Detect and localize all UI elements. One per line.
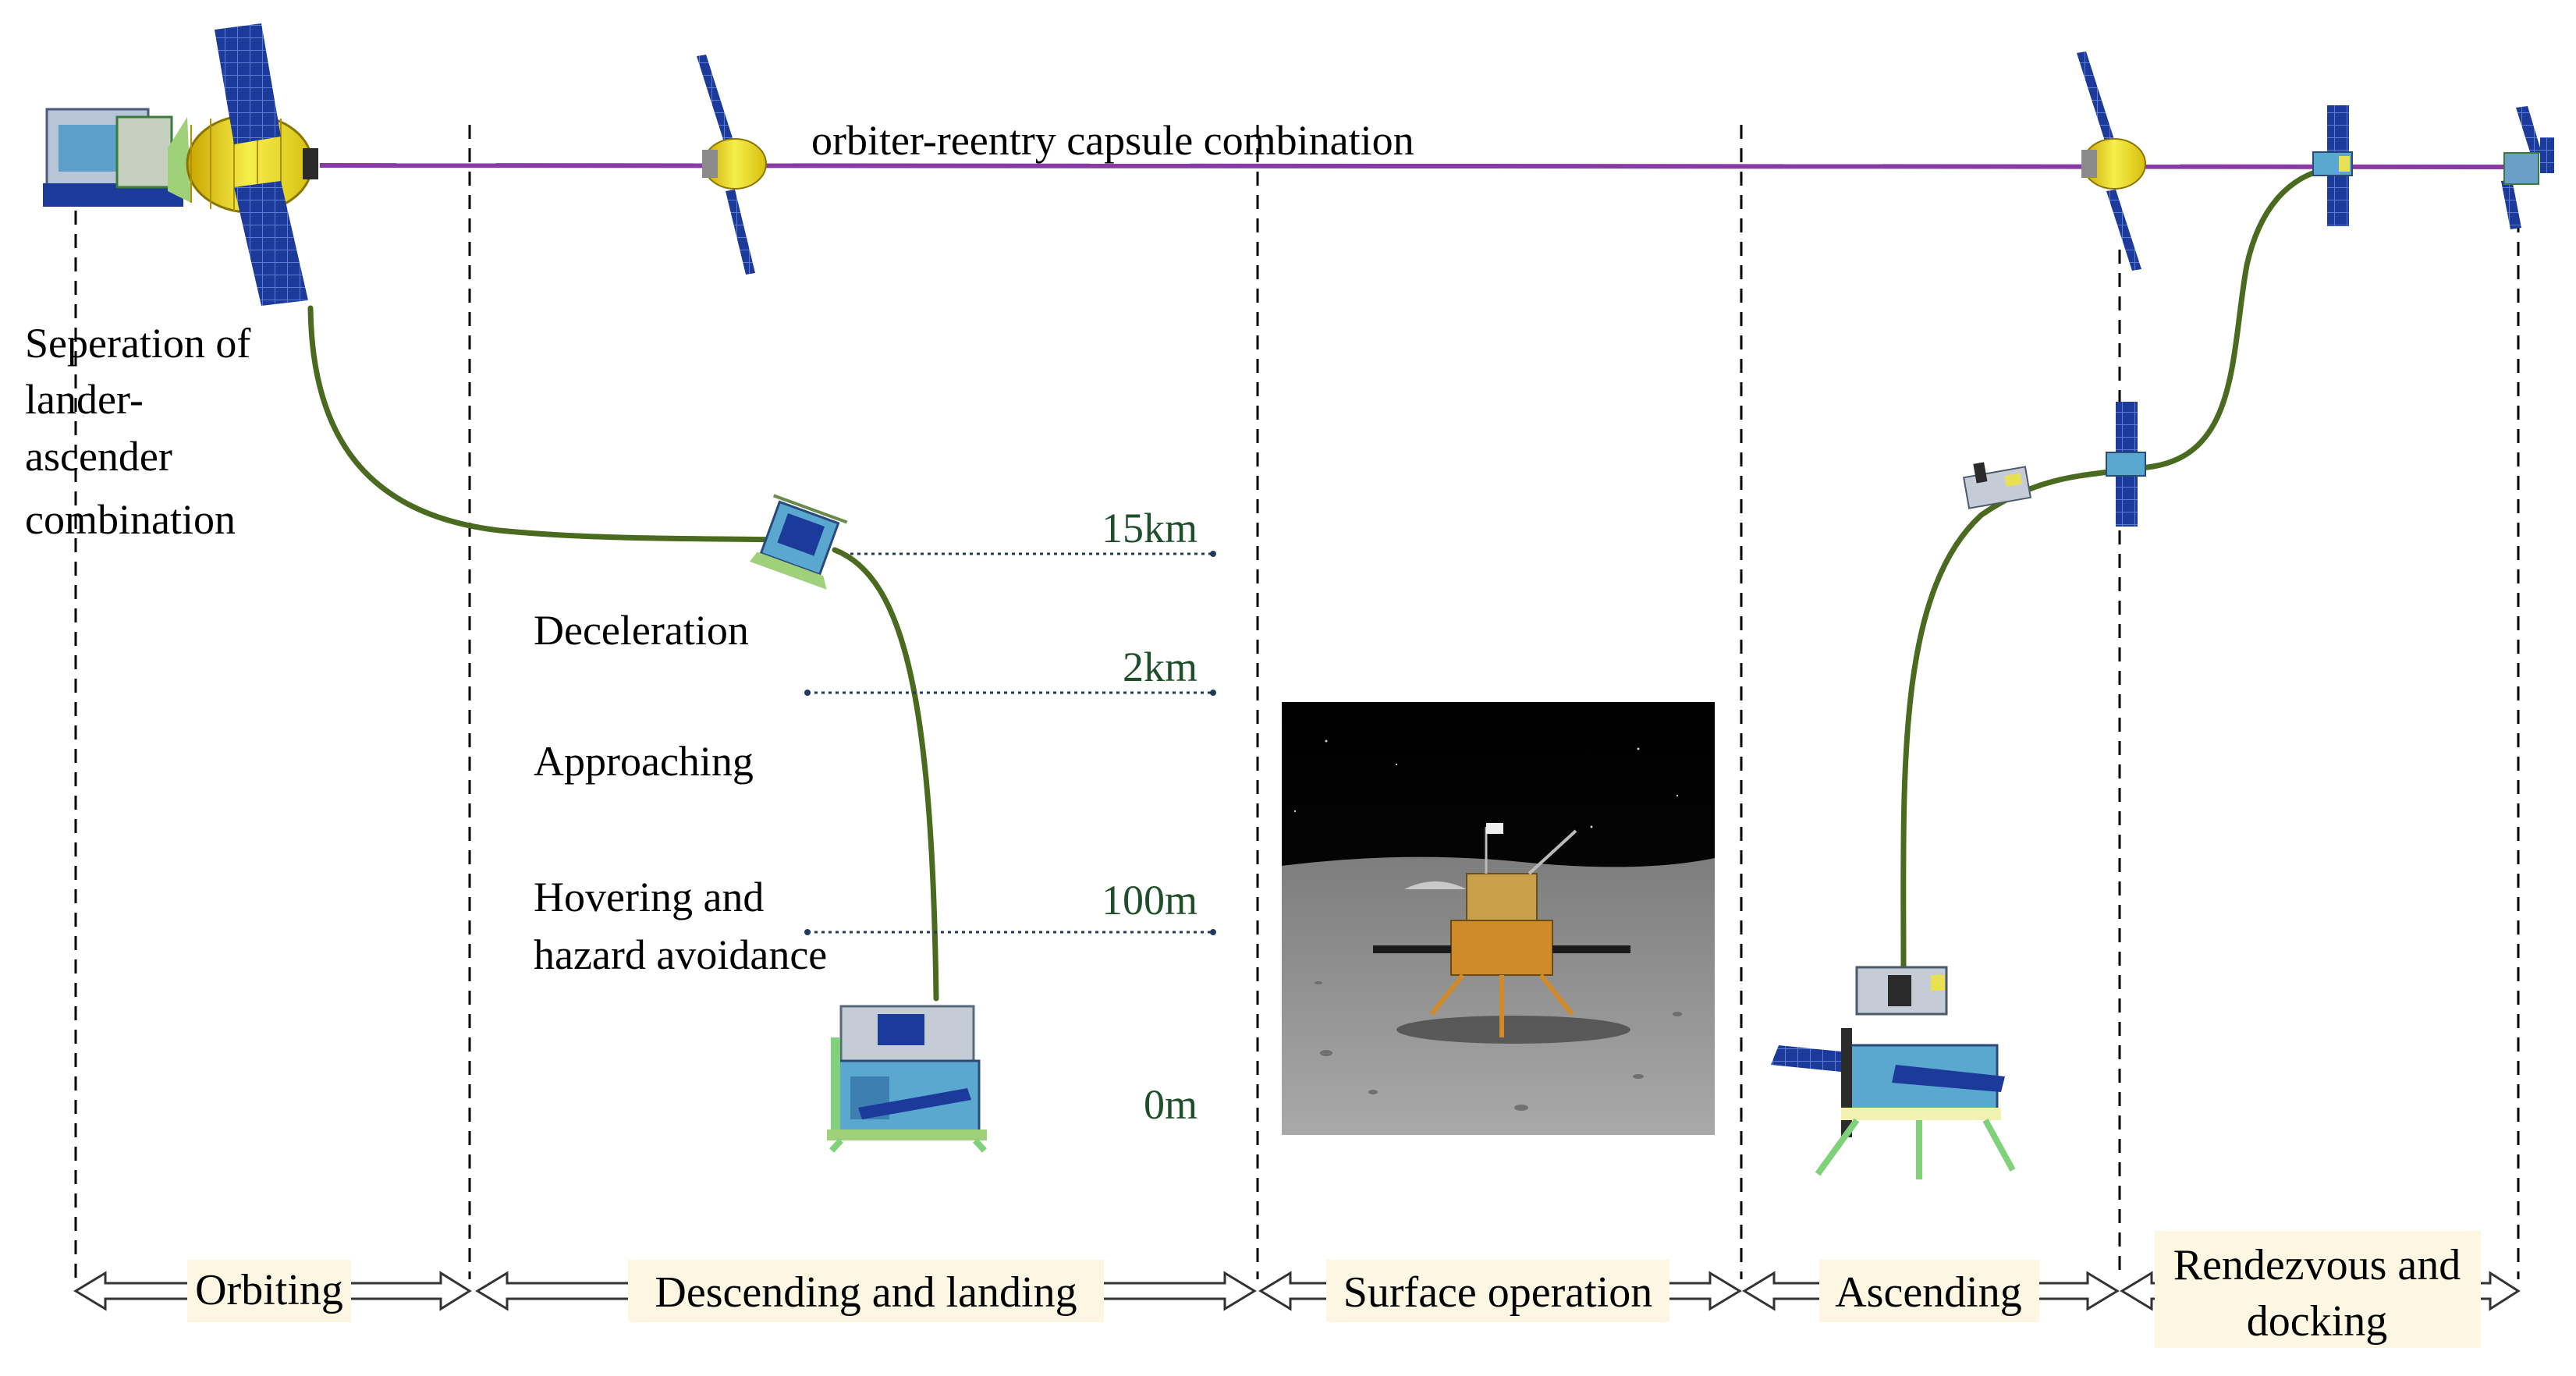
separation-trajectory [307, 305, 783, 543]
descent-trajectory [832, 547, 939, 1002]
orbiter-capsule-label: orbiter-reentry capsule combination [811, 117, 1414, 164]
separation-label-line-1: Seperation of [25, 320, 250, 367]
trajectories [307, 165, 2336, 1002]
liftoff-lander-image [1771, 966, 2016, 1179]
altitude-label-15km: 15km [1102, 505, 1198, 551]
phase-label-ascending: Ascending [1835, 1268, 2022, 1317]
phase-label-surface-operation: Surface operation [1343, 1268, 1652, 1317]
hovering-label: Hovering and [534, 874, 764, 920]
altitude-lines [807, 552, 1213, 934]
orbiter-capsule-image [697, 55, 767, 275]
altitude-labels: 15km 2km 100m 0m [1102, 505, 1198, 1128]
phase-labels: Orbiting Descending and landing Surface … [195, 1241, 2461, 1346]
altitude-label-100m: 100m [1102, 877, 1198, 924]
ascender-docking-image [2106, 402, 2146, 527]
surface-operation-photo [1282, 702, 1715, 1135]
separation-label: Seperation of lander- ascender combinati… [25, 320, 250, 543]
descent-phase-labels: Deceleration Approaching Hovering and ha… [534, 607, 827, 978]
combined-stack-lower-panel [234, 181, 308, 306]
deceleration-label: Deceleration [534, 607, 749, 654]
separation-label-line-2: lander- [25, 376, 144, 423]
ascending-ascender-image [1962, 462, 2032, 509]
phase-label-backgrounds [187, 1231, 2481, 1348]
final-spacecraft-image [2501, 106, 2554, 229]
altitude-line-endpoints [804, 551, 1216, 935]
phase-label-rendezvous-docking-line-1: Rendezvous and [2173, 1241, 2461, 1289]
hazard-avoidance-label: hazard avoidance [534, 931, 827, 978]
landed-lander-image [827, 1005, 987, 1153]
docking-trajectory [2150, 165, 2336, 470]
separation-label-line-4: combination [25, 496, 236, 543]
combined-stack-upper-panel [215, 23, 281, 144]
descending-lander-image [749, 494, 848, 590]
approaching-label: Approaching [534, 738, 754, 785]
altitude-label-2km: 2km [1123, 644, 1198, 690]
combined-stack-image [43, 23, 318, 306]
separation-label-line-3: ascender [25, 433, 172, 480]
altitude-label-0m: 0m [1144, 1081, 1198, 1128]
docked-ascender-image [2312, 105, 2353, 226]
orbiter-capsule-right-image [2077, 51, 2146, 271]
ascent-trajectory [1900, 463, 2156, 970]
phase-label-descending-landing: Descending and landing [655, 1268, 1077, 1317]
phase-label-rendezvous-docking-line-2: docking [2247, 1297, 2387, 1346]
orbit-line [319, 163, 2538, 169]
phase-timeline [73, 1271, 2521, 1311]
phase-label-orbiting: Orbiting [195, 1266, 343, 1314]
